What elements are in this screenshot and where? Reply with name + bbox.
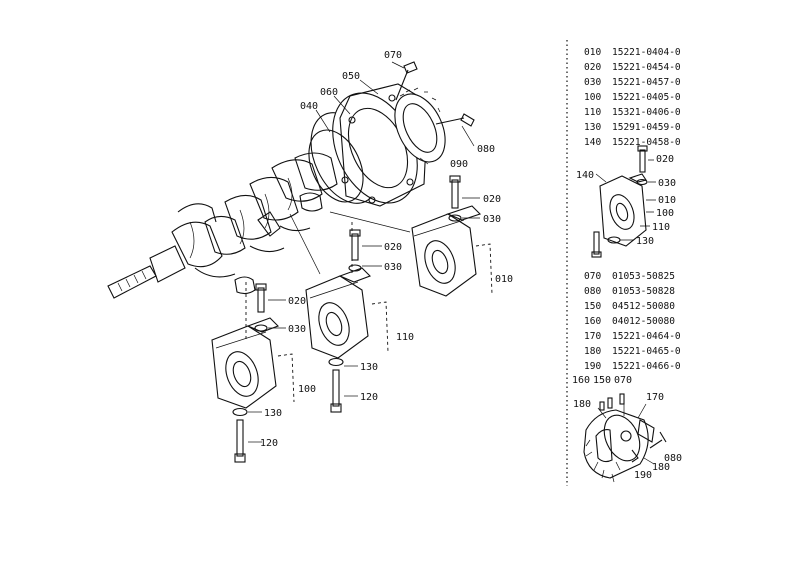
table1-ref: 130 <box>584 122 601 133</box>
table1-ref: 020 <box>584 62 601 73</box>
crankshaft-drawing <box>107 152 338 299</box>
table2-ref: 070 <box>584 271 601 282</box>
callout-090: 090 <box>450 159 468 170</box>
table2-part: 01053-50828 <box>612 286 675 297</box>
table2-ref: 150 <box>584 301 601 312</box>
table2-part: 15221-0464-0 <box>612 331 681 342</box>
inset2-callout-180-b: 180 <box>652 462 670 473</box>
table1-part: 15221-0458-0 <box>612 137 681 148</box>
callout-010: 010 <box>495 274 513 285</box>
parts-table-1: 010 15221-0404-0 020 15221-0454-0 030 15… <box>584 47 681 148</box>
callout-030-c: 030 <box>288 324 306 335</box>
table2-part: 01053-50825 <box>612 271 675 282</box>
table2-ref: 170 <box>584 331 601 342</box>
table1-part: 15221-0457-0 <box>612 77 681 88</box>
inset1-callout-030: 030 <box>658 178 676 189</box>
table2-ref: 160 <box>584 316 601 327</box>
table2-part: 04512-50080 <box>612 301 675 312</box>
table2-part: 15221-0465-0 <box>612 346 681 357</box>
table1-part: 15291-0459-0 <box>612 122 681 133</box>
callout-070: 070 <box>384 50 402 61</box>
inset1-callout-110: 110 <box>652 222 670 233</box>
weight-block-100-drawing <box>211 317 279 409</box>
inset2-callout-080: 080 <box>664 453 682 464</box>
callout-100: 100 <box>298 384 316 395</box>
callout-120-a: 120 <box>360 392 378 403</box>
callout-050: 050 <box>342 71 360 82</box>
callout-130-a: 130 <box>360 362 378 373</box>
table2-part: 15221-0466-0 <box>612 361 681 372</box>
inset1-callout-140: 140 <box>576 170 594 181</box>
inset2-callout-070: 070 <box>614 375 632 386</box>
table1-ref: 140 <box>584 137 601 148</box>
callout-020-c: 020 <box>288 296 306 307</box>
inset1-callout-130: 130 <box>636 236 654 247</box>
table1-part: 15321-0406-0 <box>612 107 681 118</box>
inset2-callout-190: 190 <box>634 470 652 481</box>
inset1-callout-100: 100 <box>656 208 674 219</box>
callout-020-b: 020 <box>384 242 402 253</box>
flywheel-housing-drawing <box>308 61 475 207</box>
callout-130-b: 130 <box>264 408 282 419</box>
inset-2-drawing <box>583 393 667 483</box>
table2-ref: 080 <box>584 286 601 297</box>
callout-120-b: 120 <box>260 438 278 449</box>
table1-ref: 100 <box>584 92 601 103</box>
table1-ref: 110 <box>584 107 601 118</box>
weight-block-110-drawing <box>305 267 371 359</box>
inset2-callout-150: 150 <box>593 375 611 386</box>
table1-part: 15221-0454-0 <box>612 62 681 73</box>
callout-040: 040 <box>300 101 318 112</box>
leader-lines <box>245 61 493 443</box>
table1-ref: 030 <box>584 77 601 88</box>
table1-ref: 010 <box>584 47 601 58</box>
weight-block-010-drawing <box>411 205 482 297</box>
parts-table-2: 070 01053-50825 080 01053-50828 150 0451… <box>584 271 681 372</box>
inset2-callout-170: 170 <box>646 392 664 403</box>
inset1-callout-010: 010 <box>658 195 676 206</box>
table1-part: 15221-0404-0 <box>612 47 681 58</box>
inset2-callout-180-a: 180 <box>573 399 591 410</box>
callout-020-a: 020 <box>483 194 501 205</box>
table2-ref: 180 <box>584 346 601 357</box>
callout-030-b: 030 <box>384 262 402 273</box>
callout-060: 060 <box>320 87 338 98</box>
callout-030-a: 030 <box>483 214 501 225</box>
table2-part: 04012-50080 <box>612 316 675 327</box>
table1-part: 15221-0405-0 <box>612 92 681 103</box>
table2-ref: 190 <box>584 361 601 372</box>
callout-110: 110 <box>396 332 414 343</box>
inset1-callout-020: 020 <box>656 154 674 165</box>
callout-080: 080 <box>477 144 495 155</box>
inset2-callout-160: 160 <box>572 375 590 386</box>
inset-1-drawing <box>591 145 656 258</box>
